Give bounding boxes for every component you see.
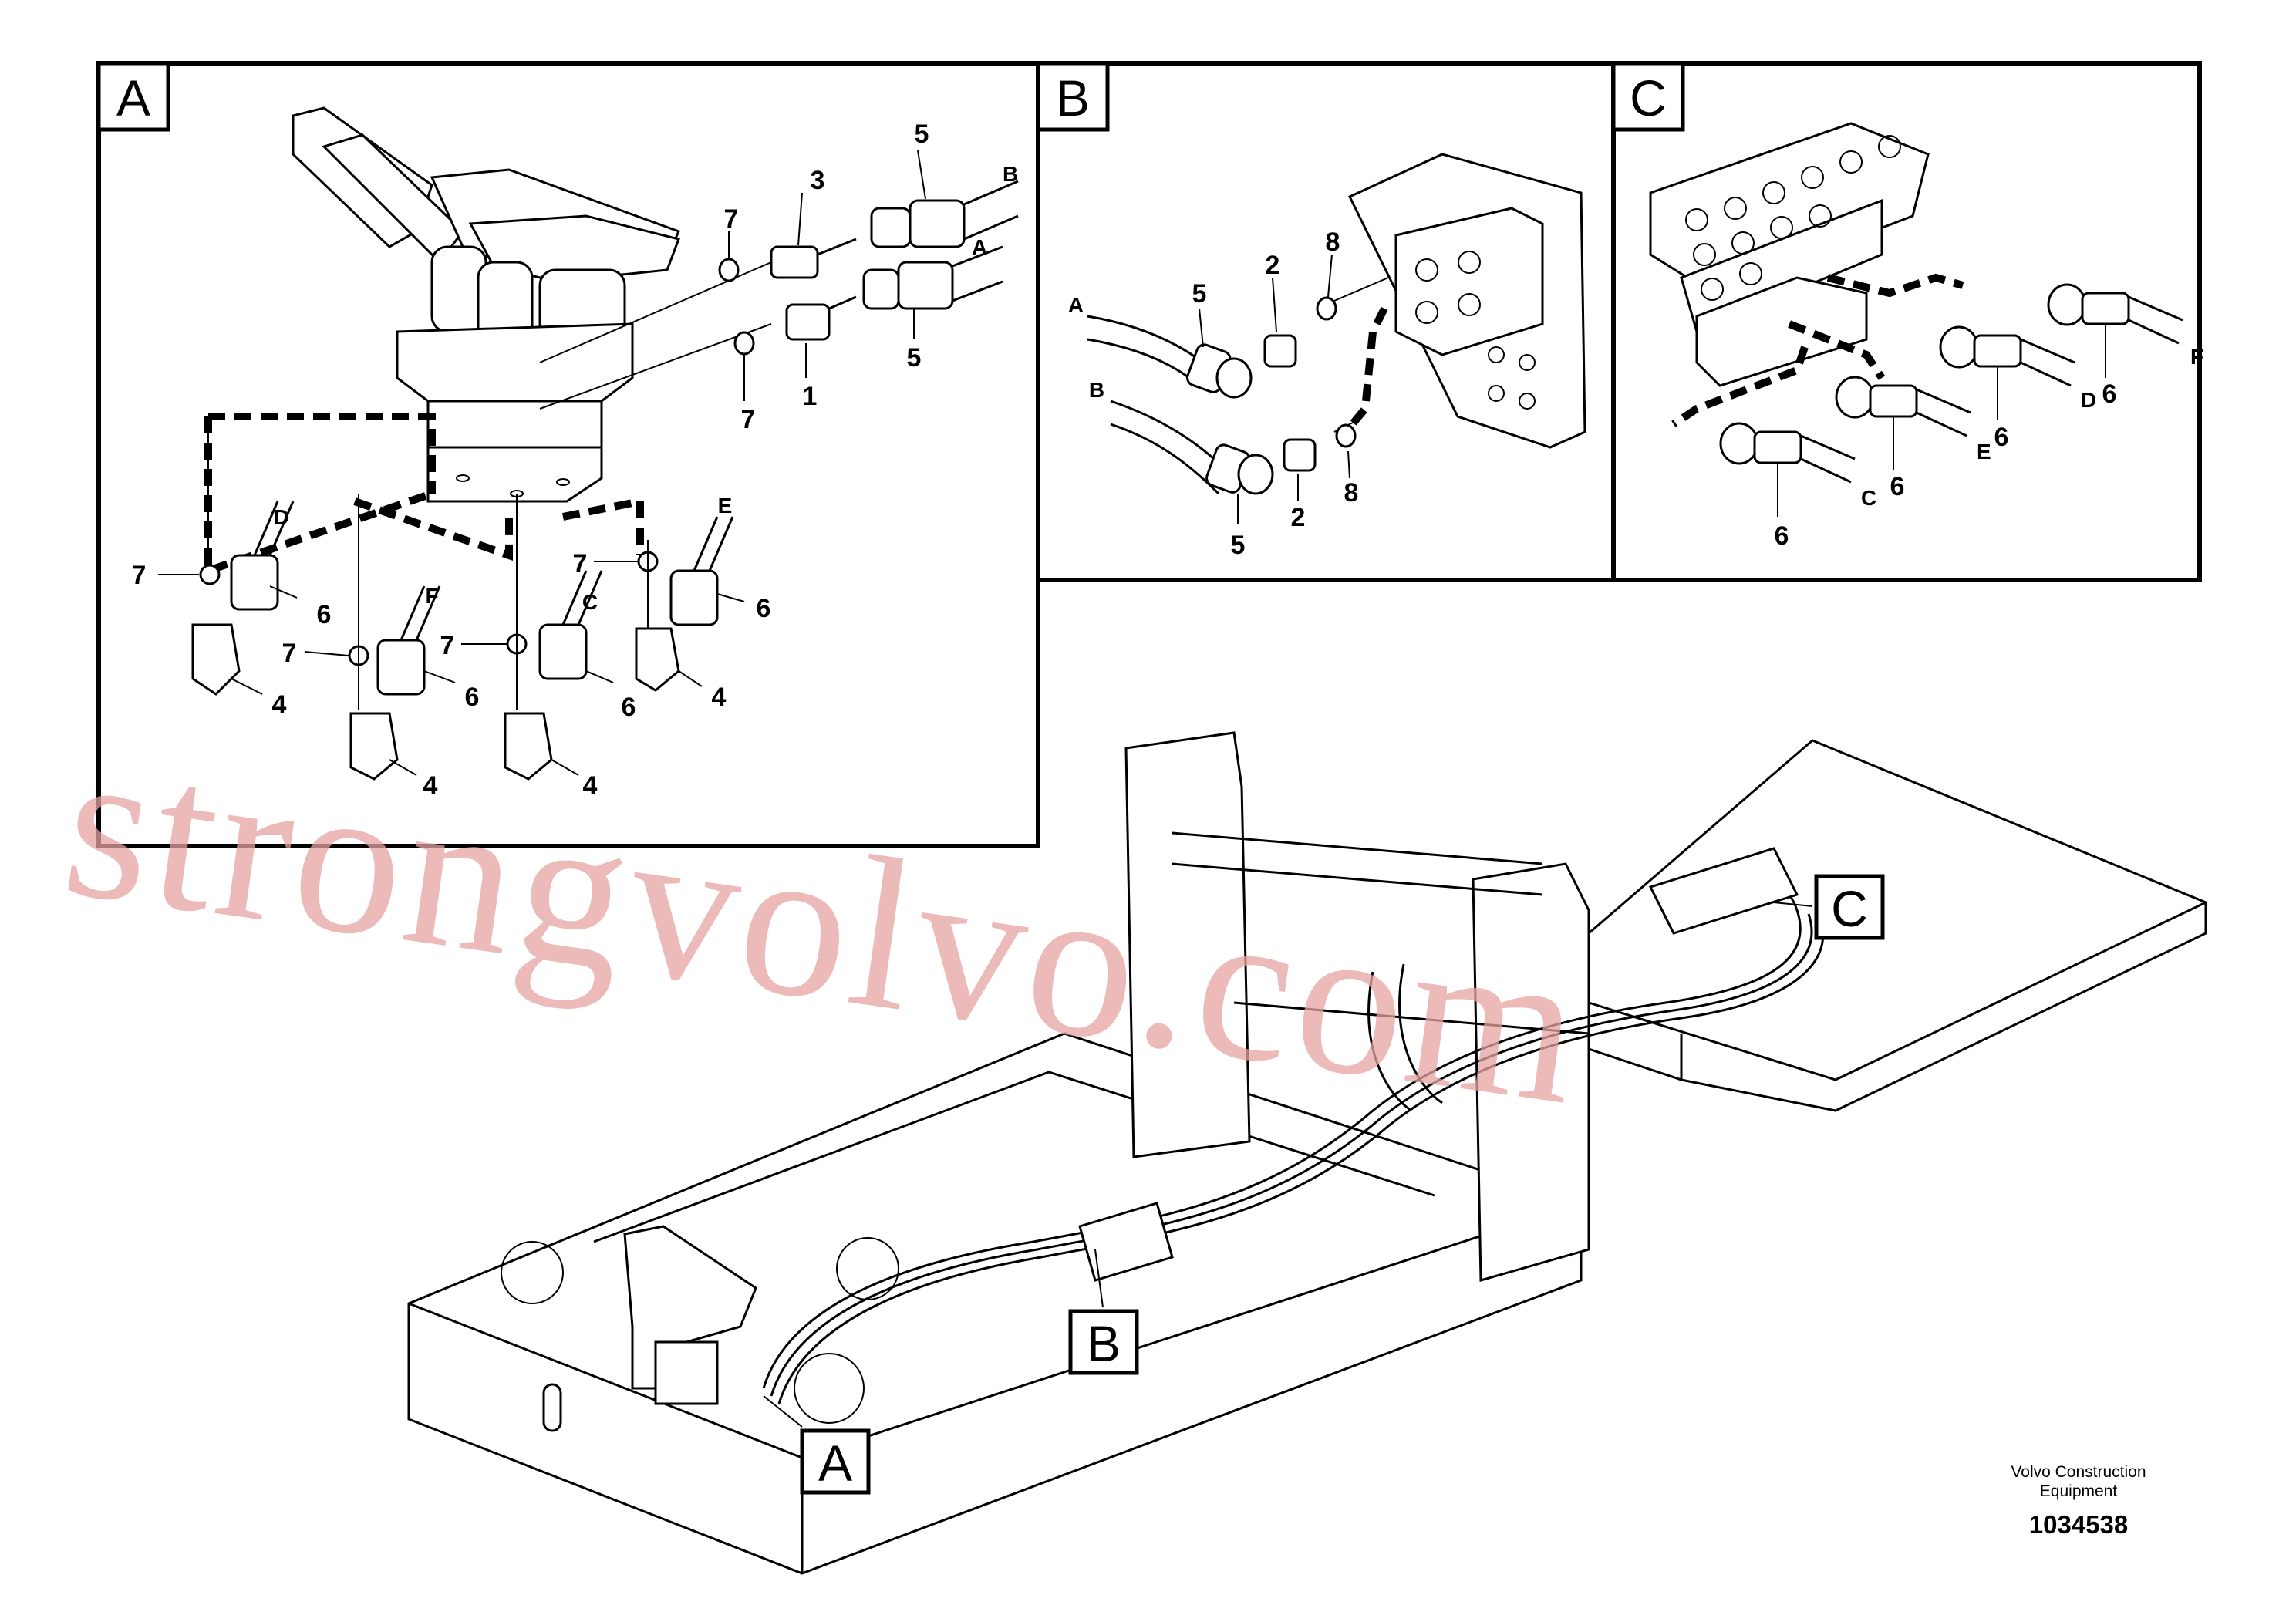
c-fitting-f — [2047, 283, 2183, 345]
label-a-5-mid: 5 — [907, 343, 922, 373]
label-a-6-d: 6 — [317, 600, 332, 629]
label-a-hose-e: E — [718, 494, 733, 518]
callout-b-letter: B — [1087, 1315, 1121, 1372]
panel-b-letter: B — [1056, 69, 1090, 126]
label-a-3: 3 — [811, 166, 825, 195]
label-a-hose-d: D — [274, 505, 289, 529]
lower-fitting-f — [348, 585, 441, 781]
label-a-5-top: 5 — [915, 120, 929, 149]
label-b-5-top: 5 — [1192, 279, 1207, 309]
label-b-hose-b: B — [1089, 378, 1104, 402]
junction-block-drawing — [1347, 153, 1586, 449]
hose-a-end — [862, 245, 1003, 310]
label-a-7-mid: 7 — [741, 405, 756, 434]
label-a-4-f: 4 — [423, 771, 438, 801]
label-a-4-d: 4 — [272, 690, 287, 720]
callout-b: B — [1068, 1309, 1139, 1375]
label-a-1: 1 — [803, 382, 818, 411]
label-c-6-f: 6 — [2102, 379, 2117, 409]
label-b-8-top: 8 — [1326, 228, 1340, 257]
callout-c: C — [1814, 874, 1885, 940]
label-b-5-bottom: 5 — [1231, 531, 1246, 560]
control-valve-drawing — [1649, 122, 1930, 387]
fitting-3 — [718, 238, 857, 282]
dashed-hose-c-low — [1671, 346, 1809, 428]
hose-b-end — [870, 180, 1019, 248]
label-a-hose-c: C — [582, 590, 598, 614]
footer-block: Volvo Construction Equipment 1034538 — [2011, 1463, 2146, 1539]
label-b-2-bottom: 2 — [1291, 503, 1306, 532]
callout-c-letter: C — [1831, 880, 1868, 937]
label-a-6-f: 6 — [465, 683, 480, 712]
dashed-hose-route — [204, 413, 644, 577]
lower-fitting-e — [635, 516, 734, 692]
detail-panel-a: A — [96, 61, 1040, 848]
label-a-hose-a: A — [972, 235, 987, 259]
label-a-7-c: 7 — [440, 631, 455, 660]
dashed-hose-b — [1343, 306, 1388, 435]
label-a-4-c: 4 — [583, 771, 598, 801]
label-a-7-f: 7 — [282, 639, 297, 668]
label-c-6-d: 6 — [1994, 423, 2009, 452]
leader-lines-a — [158, 150, 926, 776]
label-a-hose-b: B — [1003, 162, 1018, 186]
pedal-valve-drawing — [292, 106, 681, 503]
label-c-hose-e: E — [1977, 440, 1991, 464]
lower-fitting-c — [504, 570, 603, 781]
label-b-hose-a: A — [1068, 293, 1084, 317]
c-fitting-c — [1719, 422, 1856, 484]
label-c-hose-c: C — [1861, 486, 1876, 510]
label-b-8-bottom: 8 — [1344, 478, 1359, 508]
machine-frame-drawing — [407, 731, 2207, 1575]
label-a-7-d: 7 — [132, 561, 147, 590]
label-b-2-top: 2 — [1266, 251, 1280, 280]
hose-a-fittings — [1087, 296, 1337, 399]
label-c-6-e: 6 — [1890, 472, 1905, 501]
panel-c-letter: C — [1630, 69, 1667, 126]
company-name-line1: Volvo Construction — [2011, 1463, 2146, 1481]
label-a-4-e: 4 — [712, 683, 727, 712]
label-a-7-top: 7 — [724, 204, 739, 234]
label-a-6-c: 6 — [622, 693, 636, 722]
label-a-7-e: 7 — [573, 549, 588, 578]
lower-fitting-d — [191, 501, 295, 696]
label-c-6-c: 6 — [1775, 521, 1789, 551]
detail-panel-b: B 5 — [1036, 61, 1616, 582]
c-fitting-e — [1835, 376, 1971, 437]
company-name-line2: Equipment — [2040, 1482, 2118, 1500]
drawing-number: 1034538 — [2029, 1510, 2128, 1539]
fitting-1 — [733, 295, 857, 356]
label-c-hose-f: F — [2190, 345, 2203, 369]
label-c-hose-d: D — [2081, 388, 2096, 412]
callout-a-letter: A — [818, 1435, 852, 1492]
panel-a-letter: A — [116, 69, 150, 126]
callout-a: A — [800, 1428, 871, 1495]
detail-panel-c: C — [1611, 61, 2203, 582]
dashed-hose-c-mid — [1788, 320, 1886, 380]
label-a-6-e: 6 — [757, 594, 771, 623]
hose-b-fittings — [1110, 400, 1357, 495]
label-a-hose-f: F — [425, 584, 438, 608]
dashed-hose-c-top — [1826, 273, 1964, 298]
